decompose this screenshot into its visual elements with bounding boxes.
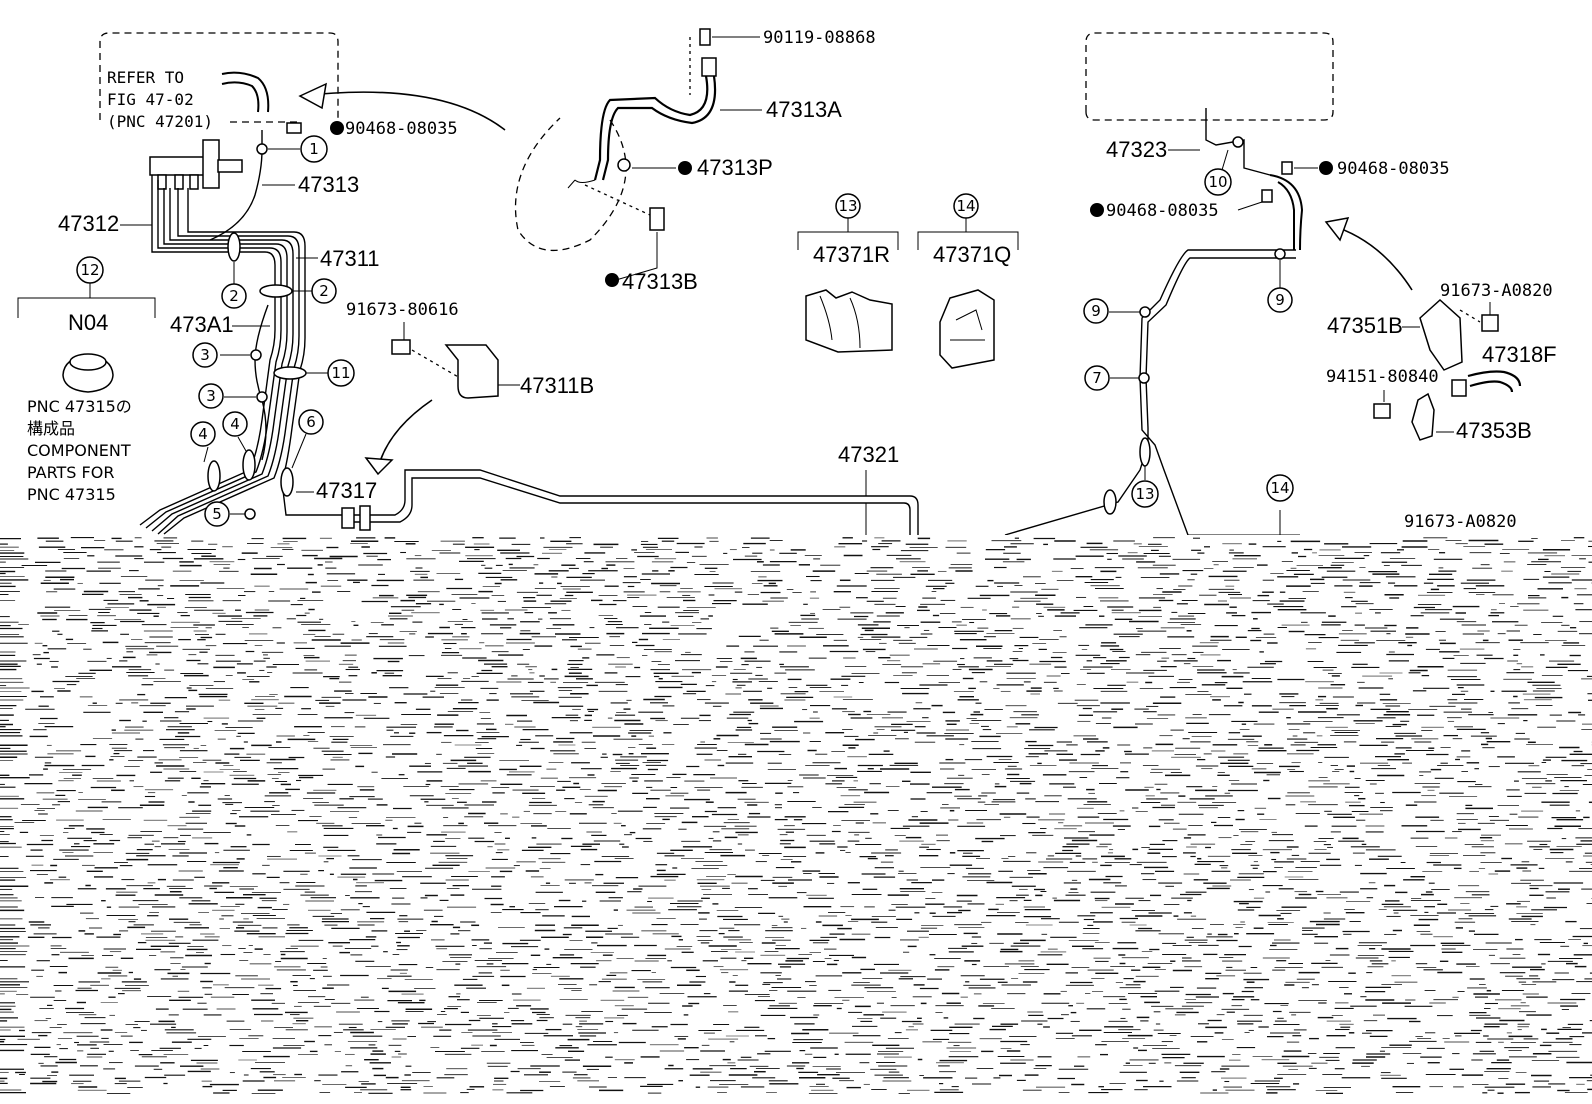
arrow-down: [378, 400, 432, 468]
bracket-47311B: [446, 345, 498, 398]
refer-note-line3: (PNC 47201): [107, 112, 213, 131]
part-47311: 47311: [320, 246, 380, 271]
bracket-14-part: 47371Q: [933, 242, 1011, 267]
part-47311B: 47311B: [520, 373, 594, 398]
part-91673-80616: 91673-80616: [346, 300, 459, 320]
svg-text:4: 4: [230, 415, 240, 433]
bracket-47353B: [1412, 394, 1434, 440]
svg-text:4: 4: [198, 425, 208, 443]
bolt-icon: [650, 208, 664, 230]
svg-text:11: 11: [331, 364, 350, 382]
svg-text:10: 10: [1208, 173, 1227, 191]
gasket-icon: [618, 159, 630, 171]
clip-icon: [287, 123, 301, 133]
bolt-icon: [1482, 315, 1498, 331]
part-47313B: 47313B: [622, 269, 698, 294]
clip-47371Q: [940, 290, 994, 368]
bolt-icon: [392, 340, 410, 354]
union-bolt-icon: [700, 29, 710, 45]
part-47323: 47323: [1106, 137, 1167, 162]
bullet-icon: [330, 121, 344, 135]
part-47312: 47312: [58, 211, 119, 236]
part-91673-A0820-bottom: 91673-A0820: [1404, 512, 1517, 532]
part-47351B: 47351B: [1327, 313, 1403, 338]
part-47318F: 47318F: [1482, 342, 1557, 367]
clip-icon: [1282, 162, 1292, 174]
nut-icon: [1374, 404, 1390, 418]
clip-47371R: [806, 290, 892, 352]
part-94151: 94151-80840: [1326, 367, 1439, 387]
part-47313P: 47313P: [697, 155, 773, 180]
part-47321: 47321: [838, 442, 899, 467]
right-ref-box: [1086, 33, 1333, 120]
svg-text:2: 2: [319, 282, 329, 300]
bracket-12-code: N04: [68, 310, 108, 335]
clamp-11: [274, 367, 306, 379]
clamp-2a: [228, 233, 240, 261]
clamp-4a: [208, 461, 220, 491]
clamp-6: [281, 468, 293, 496]
part-91673-A0820-top: 91673-A0820: [1440, 281, 1553, 301]
svg-text:12: 12: [80, 261, 99, 279]
refer-note-line1: REFER TO: [107, 68, 184, 87]
tube-47321: [342, 470, 918, 535]
part-90468-left: 90468-08035: [345, 119, 458, 139]
svg-text:5: 5: [212, 505, 222, 523]
svg-text:2: 2: [229, 287, 239, 305]
clamp-4b: [243, 450, 255, 480]
part-47313A: 47313A: [766, 97, 842, 122]
svg-text:13: 13: [838, 197, 857, 215]
svg-text:6: 6: [306, 413, 316, 431]
part-473A1: 473A1: [170, 312, 234, 337]
bracket-47351B: [1420, 300, 1462, 370]
clamp-2b: [260, 285, 292, 297]
part-47317: 47317: [316, 478, 377, 503]
svg-text:3: 3: [200, 346, 210, 364]
refer-hose-icon: [222, 73, 268, 112]
part-90468-right-top: 90468-08035: [1337, 159, 1450, 179]
component-note-line5: PNC 47315: [27, 485, 116, 504]
bracket-13-part: 47371R: [813, 242, 890, 267]
svg-text:1: 1: [309, 140, 319, 158]
component-note-line4: PARTS FOR: [27, 463, 114, 482]
component-note-line2: 構成品: [27, 419, 75, 438]
part-47353B: 47353B: [1456, 418, 1532, 443]
refer-note-line2: FIG 47-02: [107, 90, 194, 109]
component-note-line1: PNC 47315の: [27, 397, 132, 416]
svg-text:3: 3: [206, 387, 216, 405]
part-90468-right-mid: 90468-08035: [1106, 201, 1219, 221]
svg-text:14: 14: [956, 197, 975, 215]
part-90119: 90119-08868: [763, 28, 876, 48]
hose-47318F: [1468, 372, 1520, 393]
component-note-line3: COMPONENT: [27, 441, 131, 460]
part-47313: 47313: [298, 172, 359, 197]
